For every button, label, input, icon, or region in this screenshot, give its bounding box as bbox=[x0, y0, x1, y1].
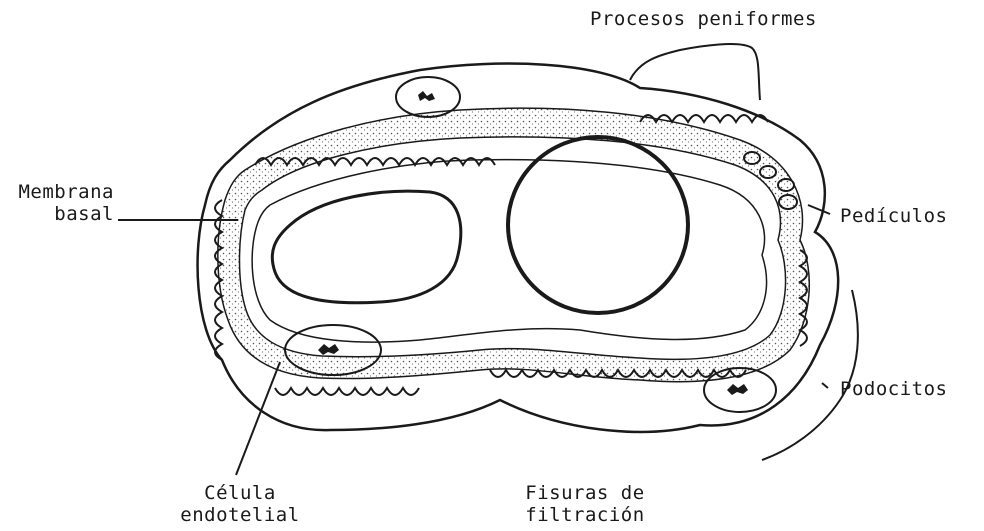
label-membrana-line1: Membrana bbox=[2, 181, 114, 203]
label-celula-line1: Célula bbox=[160, 482, 320, 504]
endothelial-lining bbox=[252, 160, 766, 342]
label-membrana-line2: basal bbox=[2, 203, 114, 225]
label-procesos-peniformes: Procesos peniformes bbox=[590, 8, 817, 30]
label-fisuras-filtracion: Fisuras de filtración bbox=[505, 482, 665, 526]
basement-membrane bbox=[218, 108, 809, 382]
red-blood-cell-left bbox=[272, 191, 461, 303]
nucleus-chromatin-endothelial bbox=[318, 344, 339, 355]
foot-processes-bottom bbox=[275, 388, 419, 395]
label-fisuras-line2: filtración bbox=[505, 504, 665, 526]
nucleus-chromatin-top bbox=[418, 91, 435, 101]
pediculos-leader bbox=[808, 205, 830, 214]
nucleus-chromatin-bottom bbox=[727, 384, 748, 395]
label-membrana-basal: Membrana basal bbox=[2, 181, 114, 225]
label-celula-line2: endotelial bbox=[160, 504, 320, 526]
podocitos-leader bbox=[822, 383, 828, 388]
label-podocitos: Podocitos bbox=[840, 378, 947, 400]
label-pediculos: Pedículos bbox=[840, 205, 947, 227]
podocitos-brace bbox=[762, 290, 858, 460]
procesos-brace bbox=[630, 44, 760, 100]
label-celula-endotelial: Célula endotelial bbox=[160, 482, 320, 526]
label-fisuras-line1: Fisuras de bbox=[505, 482, 665, 504]
